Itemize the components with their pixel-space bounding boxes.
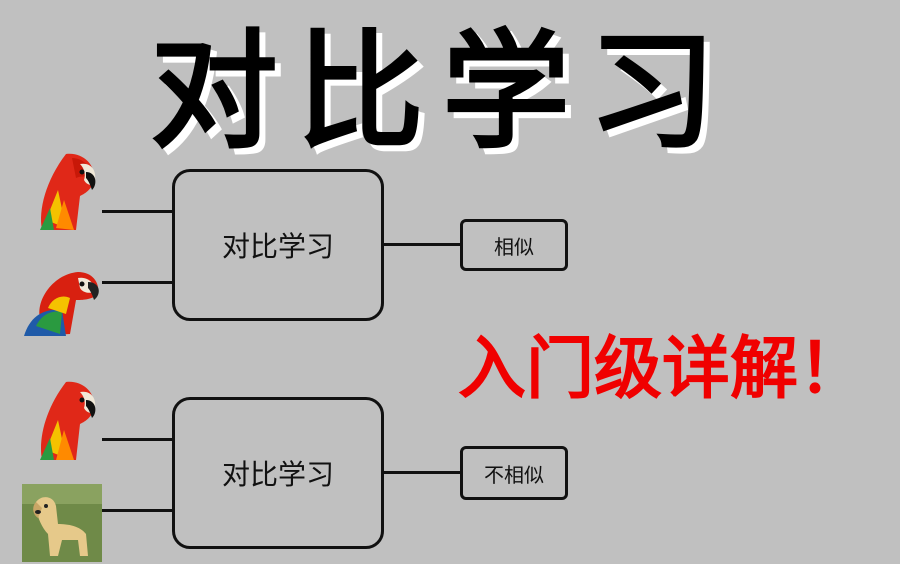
connector-line [384, 243, 462, 246]
connector-line [102, 210, 174, 213]
result-similar: 相似 [460, 219, 568, 271]
parrot-icon [36, 150, 100, 232]
connector-line [102, 438, 174, 441]
parrot-icon [22, 264, 102, 338]
contrastive-model-box: 对比学习 [172, 397, 384, 549]
result-dissimilar: 不相似 [460, 446, 568, 500]
parrot-icon [36, 378, 100, 462]
connector-line [384, 471, 462, 474]
contrastive-model-box: 对比学习 [172, 169, 384, 321]
dog-icon [22, 484, 102, 562]
subtitle: 入门级详解！ [458, 330, 867, 409]
connector-line [102, 509, 174, 512]
connector-line [102, 281, 174, 284]
page-title: 对比学习 [150, 18, 735, 167]
